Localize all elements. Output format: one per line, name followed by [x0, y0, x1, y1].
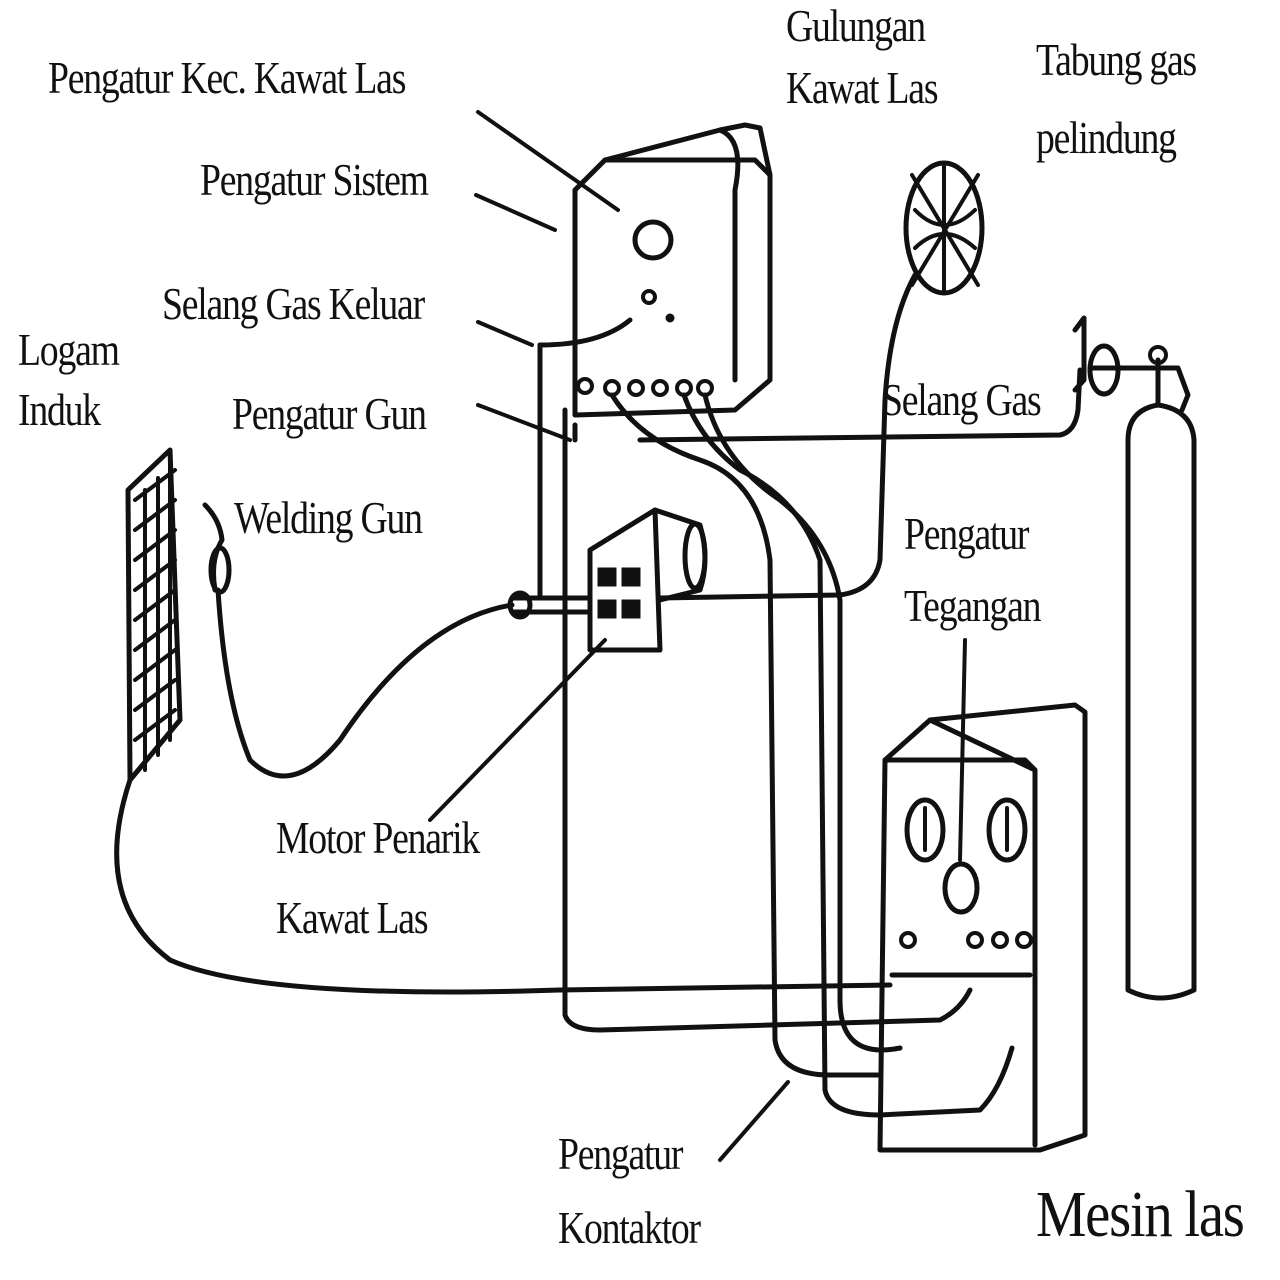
label-pengatur-tegangan-line2: Tegangan: [904, 580, 1041, 631]
label-pengatur-kontaktor-line2: Kontaktor: [558, 1202, 701, 1253]
regulator-gauge: [1087, 343, 1121, 397]
base-metal: [125, 447, 183, 783]
wire-speed-knob: [632, 219, 674, 261]
label-pengatur-kontaktor-line1: Pengatur: [558, 1128, 683, 1179]
leader-lines: [428, 110, 967, 1162]
label-pengatur-sistem: Pengatur Sistem: [200, 154, 429, 205]
label-motor-penarik-line1: Motor Penarik: [276, 812, 480, 863]
label-tabung-gas-line1: Tabung gas: [1036, 34, 1197, 85]
label-selang-gas-keluar: Selang Gas Keluar: [162, 278, 425, 329]
label-selang-gas: Selang Gas: [882, 374, 1042, 425]
label-pengatur-gun: Pengatur Gun: [232, 388, 427, 439]
label-pengatur-tegangan-line1: Pengatur: [904, 508, 1029, 559]
wire-feed-motor: [507, 507, 708, 653]
gauge-left: [904, 797, 946, 863]
gas-cylinder: [1072, 315, 1197, 1001]
label-gulungan-kawat-las-line1: Gulungan: [786, 0, 926, 51]
label-pengatur-kec-kawat-las: Pengatur Kec. Kawat Las: [48, 52, 406, 103]
indicator-light: [641, 289, 657, 305]
label-tabung-gas-line2: pelindung: [1036, 112, 1177, 163]
cables: [114, 272, 1083, 1118]
welding-gun: [202, 502, 232, 595]
label-logam-induk-line1: Logam: [18, 324, 120, 375]
voltage-knob: [942, 861, 980, 915]
label-mesin-las: Mesin las: [1036, 1178, 1245, 1251]
wire-spool: [903, 160, 985, 296]
label-motor-penarik-line2: Kawat Las: [276, 892, 429, 943]
label-welding-gun: Welding Gun: [234, 492, 423, 543]
welding-machine: [877, 702, 1088, 1153]
label-logam-induk-line2: Induk: [18, 384, 101, 435]
control-unit: [572, 122, 773, 418]
label-gulungan-kawat-las-line2: Kawat Las: [786, 62, 939, 113]
gauge-right: [986, 797, 1028, 863]
